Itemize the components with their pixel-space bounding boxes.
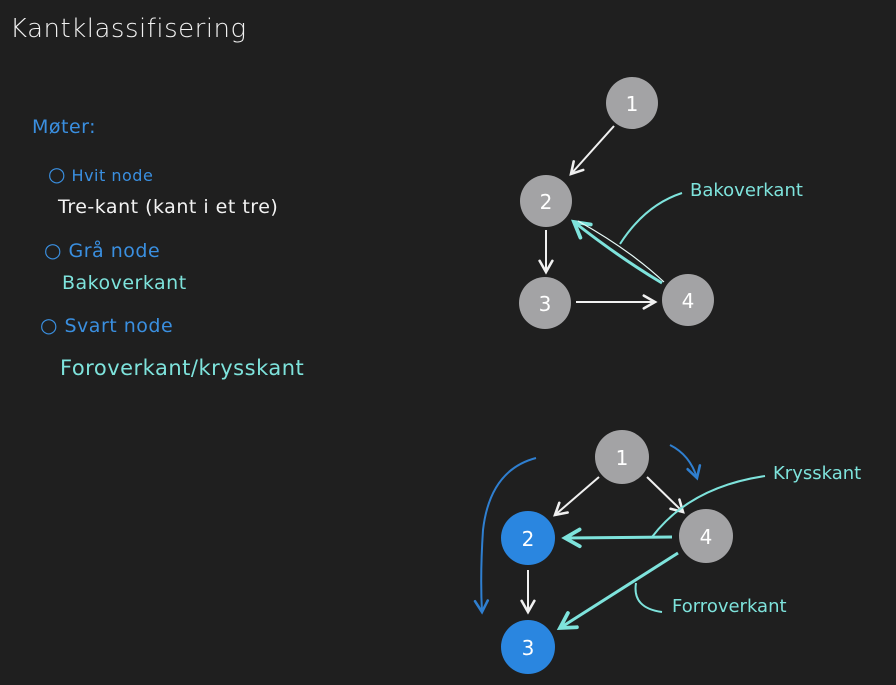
edge-1-4 [646, 476, 685, 514]
graph-top: Bakoverkant 1 2 3 4 [519, 77, 803, 329]
node-label: 2 [540, 190, 553, 214]
legend-edge-type-forward-cross: Foroverkant/krysskant [60, 356, 305, 380]
edge-4-2-cross [561, 527, 673, 549]
legend-node-label: Grå node [68, 240, 161, 262]
node-2: 2 [520, 175, 572, 227]
node-4: 4 [662, 274, 714, 326]
node-3: 3 [501, 620, 555, 674]
legend-edge-type-back: Bakoverkant [62, 272, 187, 294]
legend-edge-type-tree: Tre-kant (kant i et tre) [58, 196, 279, 218]
edge-1-2 [569, 125, 615, 176]
legend-item-gray-node: ○ Grå node [44, 238, 160, 262]
node-2: 2 [501, 511, 555, 565]
annotation-back-edge: Bakoverkant [690, 180, 803, 201]
node-label: 1 [616, 446, 629, 470]
legend-item-white-node: ○ Hvit node [48, 162, 153, 186]
node-3: 3 [519, 277, 571, 329]
legend-item-black-node: ○ Svart node [40, 313, 173, 337]
legend-node-label: Hvit node [71, 166, 154, 185]
node-1: 1 [606, 77, 658, 129]
edge-1-2 [553, 476, 600, 517]
bullet-icon: ○ [48, 162, 66, 186]
node-label: 3 [522, 636, 535, 660]
node-label: 1 [626, 92, 639, 116]
node-4: 4 [679, 509, 733, 563]
annotation-pointer-cross [651, 475, 766, 538]
legend-node-label: Svart node [64, 315, 174, 337]
bullet-icon: ○ [44, 238, 62, 262]
edge-4-2-back-stroke [577, 220, 665, 283]
edge-4-2-back [570, 219, 663, 285]
node-label: 2 [522, 527, 535, 551]
annotation-forward-edge: Forroverkant [672, 596, 787, 617]
edge-4-3-forward [556, 551, 679, 631]
node-label: 3 [539, 292, 552, 316]
node-1: 1 [595, 430, 649, 484]
node-label: 4 [682, 289, 695, 313]
node-label: 4 [700, 525, 713, 549]
traversal-arrow-left [473, 457, 537, 615]
traversal-arrow-right [669, 444, 702, 481]
graph-bottom: Krysskant Forroverkant 1 2 3 4 [473, 430, 861, 674]
annotation-pointer-forward [634, 582, 663, 613]
bullet-icon: ○ [40, 313, 58, 337]
annotation-cross-edge: Krysskant [773, 463, 861, 484]
page-title: Kantklassifisering [10, 14, 247, 44]
annotation-pointer-back [619, 192, 683, 245]
legend-heading: Møter: [32, 116, 97, 138]
